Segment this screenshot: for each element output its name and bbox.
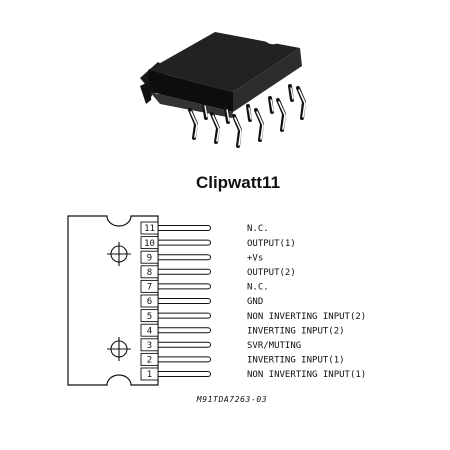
pin-row: 9 +Vs <box>140 250 263 264</box>
pin-name: N.C. <box>247 283 269 293</box>
pin-lead <box>158 283 211 290</box>
pin-number-box <box>140 352 159 366</box>
pin-lead <box>158 371 211 377</box>
clipwatt-package-icon <box>140 32 307 148</box>
pin-number: 7 <box>147 283 152 293</box>
pin-row: 1 NON INVERTING INPUT(1) <box>140 367 366 381</box>
pin-number-box <box>140 221 159 235</box>
pin-row: 2 INVERTING INPUT(1) <box>140 352 345 366</box>
pin-number-box <box>140 294 159 308</box>
pin-row: 3 SVR/MUTING <box>140 338 301 352</box>
pin-row: 5 NON INVERTING INPUT(2) <box>140 309 366 323</box>
pin-number-box <box>140 236 159 250</box>
pin-number-box <box>140 279 159 293</box>
package-outline <box>67 215 159 386</box>
pin-number-box <box>140 265 159 279</box>
pin-name: INVERTING INPUT(2) <box>247 326 345 336</box>
pin-row: 11 N.C. <box>140 221 269 235</box>
drawing-code: M91TDA7263-03 <box>196 395 267 404</box>
pin-number: 6 <box>147 297 152 307</box>
crosshair-icon <box>107 242 131 266</box>
pin-number: 11 <box>144 224 155 234</box>
pin-number: 2 <box>147 356 152 366</box>
pin-name: OUTPUT(1) <box>247 239 296 249</box>
pin-number-box <box>140 309 159 323</box>
pin-number: 3 <box>147 341 152 351</box>
pin-lead <box>158 356 211 363</box>
pin-row: 8 OUTPUT(2) <box>140 265 296 279</box>
pin-number-box <box>140 367 159 381</box>
pin-row: 7 N.C. <box>140 279 269 293</box>
pin-number: 5 <box>147 312 152 322</box>
pin-lead <box>158 239 211 246</box>
pin-name: OUTPUT(2) <box>247 268 296 278</box>
pin-row: 10 OUTPUT(1) <box>140 236 296 250</box>
crosshair-icon <box>107 337 131 361</box>
pin-name: NON INVERTING INPUT(2) <box>247 312 366 322</box>
pin-name: NON INVERTING INPUT(1) <box>247 370 366 380</box>
pin-lead <box>158 298 211 304</box>
pin-lead <box>158 341 211 348</box>
pin-number: 4 <box>147 326 152 336</box>
pin-name: N.C. <box>247 224 269 234</box>
package-name: Clipwatt11 <box>196 173 280 192</box>
pin-number: 9 <box>147 253 152 263</box>
pin-name: SVR/MUTING <box>247 341 301 351</box>
pin-lead <box>158 327 211 334</box>
pin-number-box <box>140 338 159 352</box>
pin-row: 6 GND <box>140 294 263 308</box>
pin-name: +Vs <box>247 253 263 263</box>
pin-lead <box>158 312 211 319</box>
pin-number: 10 <box>144 239 155 249</box>
pin-number: 1 <box>147 370 152 380</box>
pin-number: 8 <box>147 268 152 278</box>
pin-number-box <box>140 323 159 337</box>
pin-number-box <box>140 250 159 264</box>
pin-lead <box>158 254 211 261</box>
pin-name: GND <box>247 297 263 307</box>
pin-lead <box>158 225 211 231</box>
pin-name: INVERTING INPUT(1) <box>247 356 345 366</box>
pin-lead <box>158 268 211 275</box>
pin-row: 4 INVERTING INPUT(2) <box>140 323 345 337</box>
